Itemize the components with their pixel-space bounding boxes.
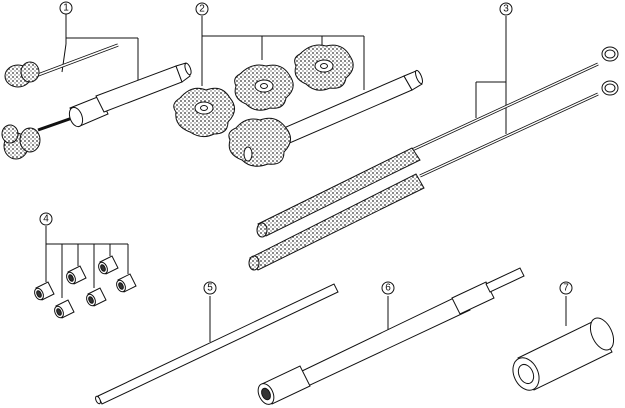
- callout-3: 3: [499, 2, 513, 16]
- small-wire-brush-upper: [4, 61, 40, 88]
- tube-brush-upper: [256, 46, 619, 238]
- callout-4-label: 4: [43, 214, 49, 225]
- callout-7-label: 7: [563, 283, 569, 294]
- part-7-socket: [512, 296, 615, 391]
- part-2-flap-wheel-set: [173, 16, 423, 167]
- sleeve-1: [34, 281, 55, 301]
- sleeve-3: [66, 265, 87, 285]
- flap-wheel-2: [234, 64, 294, 111]
- callout-7: 7: [559, 281, 573, 295]
- callout-4: 4: [39, 212, 53, 226]
- sleeve-5: [98, 255, 119, 275]
- part-3-tube-brush-set: [248, 16, 619, 271]
- callout-3-label: 3: [503, 4, 509, 15]
- callout-1-label: 1: [63, 3, 69, 14]
- sleeve-6: [116, 273, 137, 293]
- part-1-brush-set: [1, 14, 192, 160]
- flap-wheel-mounted: [228, 117, 291, 167]
- callout-1: 1: [59, 1, 73, 15]
- tube-brush-lower: [248, 80, 619, 271]
- callout-2-label: 2: [199, 4, 205, 15]
- callout-6-label: 6: [385, 283, 391, 294]
- small-wire-brush-lower: [1, 124, 41, 160]
- part-6-socket-extension: [257, 267, 525, 405]
- flap-wheel-3: [294, 44, 354, 91]
- callout-5: 5: [203, 281, 217, 295]
- sleeve-2: [54, 299, 75, 319]
- part-5-extension-rod: [95, 283, 339, 405]
- sleeve-4: [86, 287, 107, 307]
- callout-5-label: 5: [207, 283, 213, 294]
- callout-2: 2: [195, 2, 209, 16]
- callout-6: 6: [381, 281, 395, 295]
- part-4-sleeve-set: [34, 226, 137, 319]
- flap-wheel-1: [173, 87, 235, 138]
- brush-handle: [37, 62, 192, 132]
